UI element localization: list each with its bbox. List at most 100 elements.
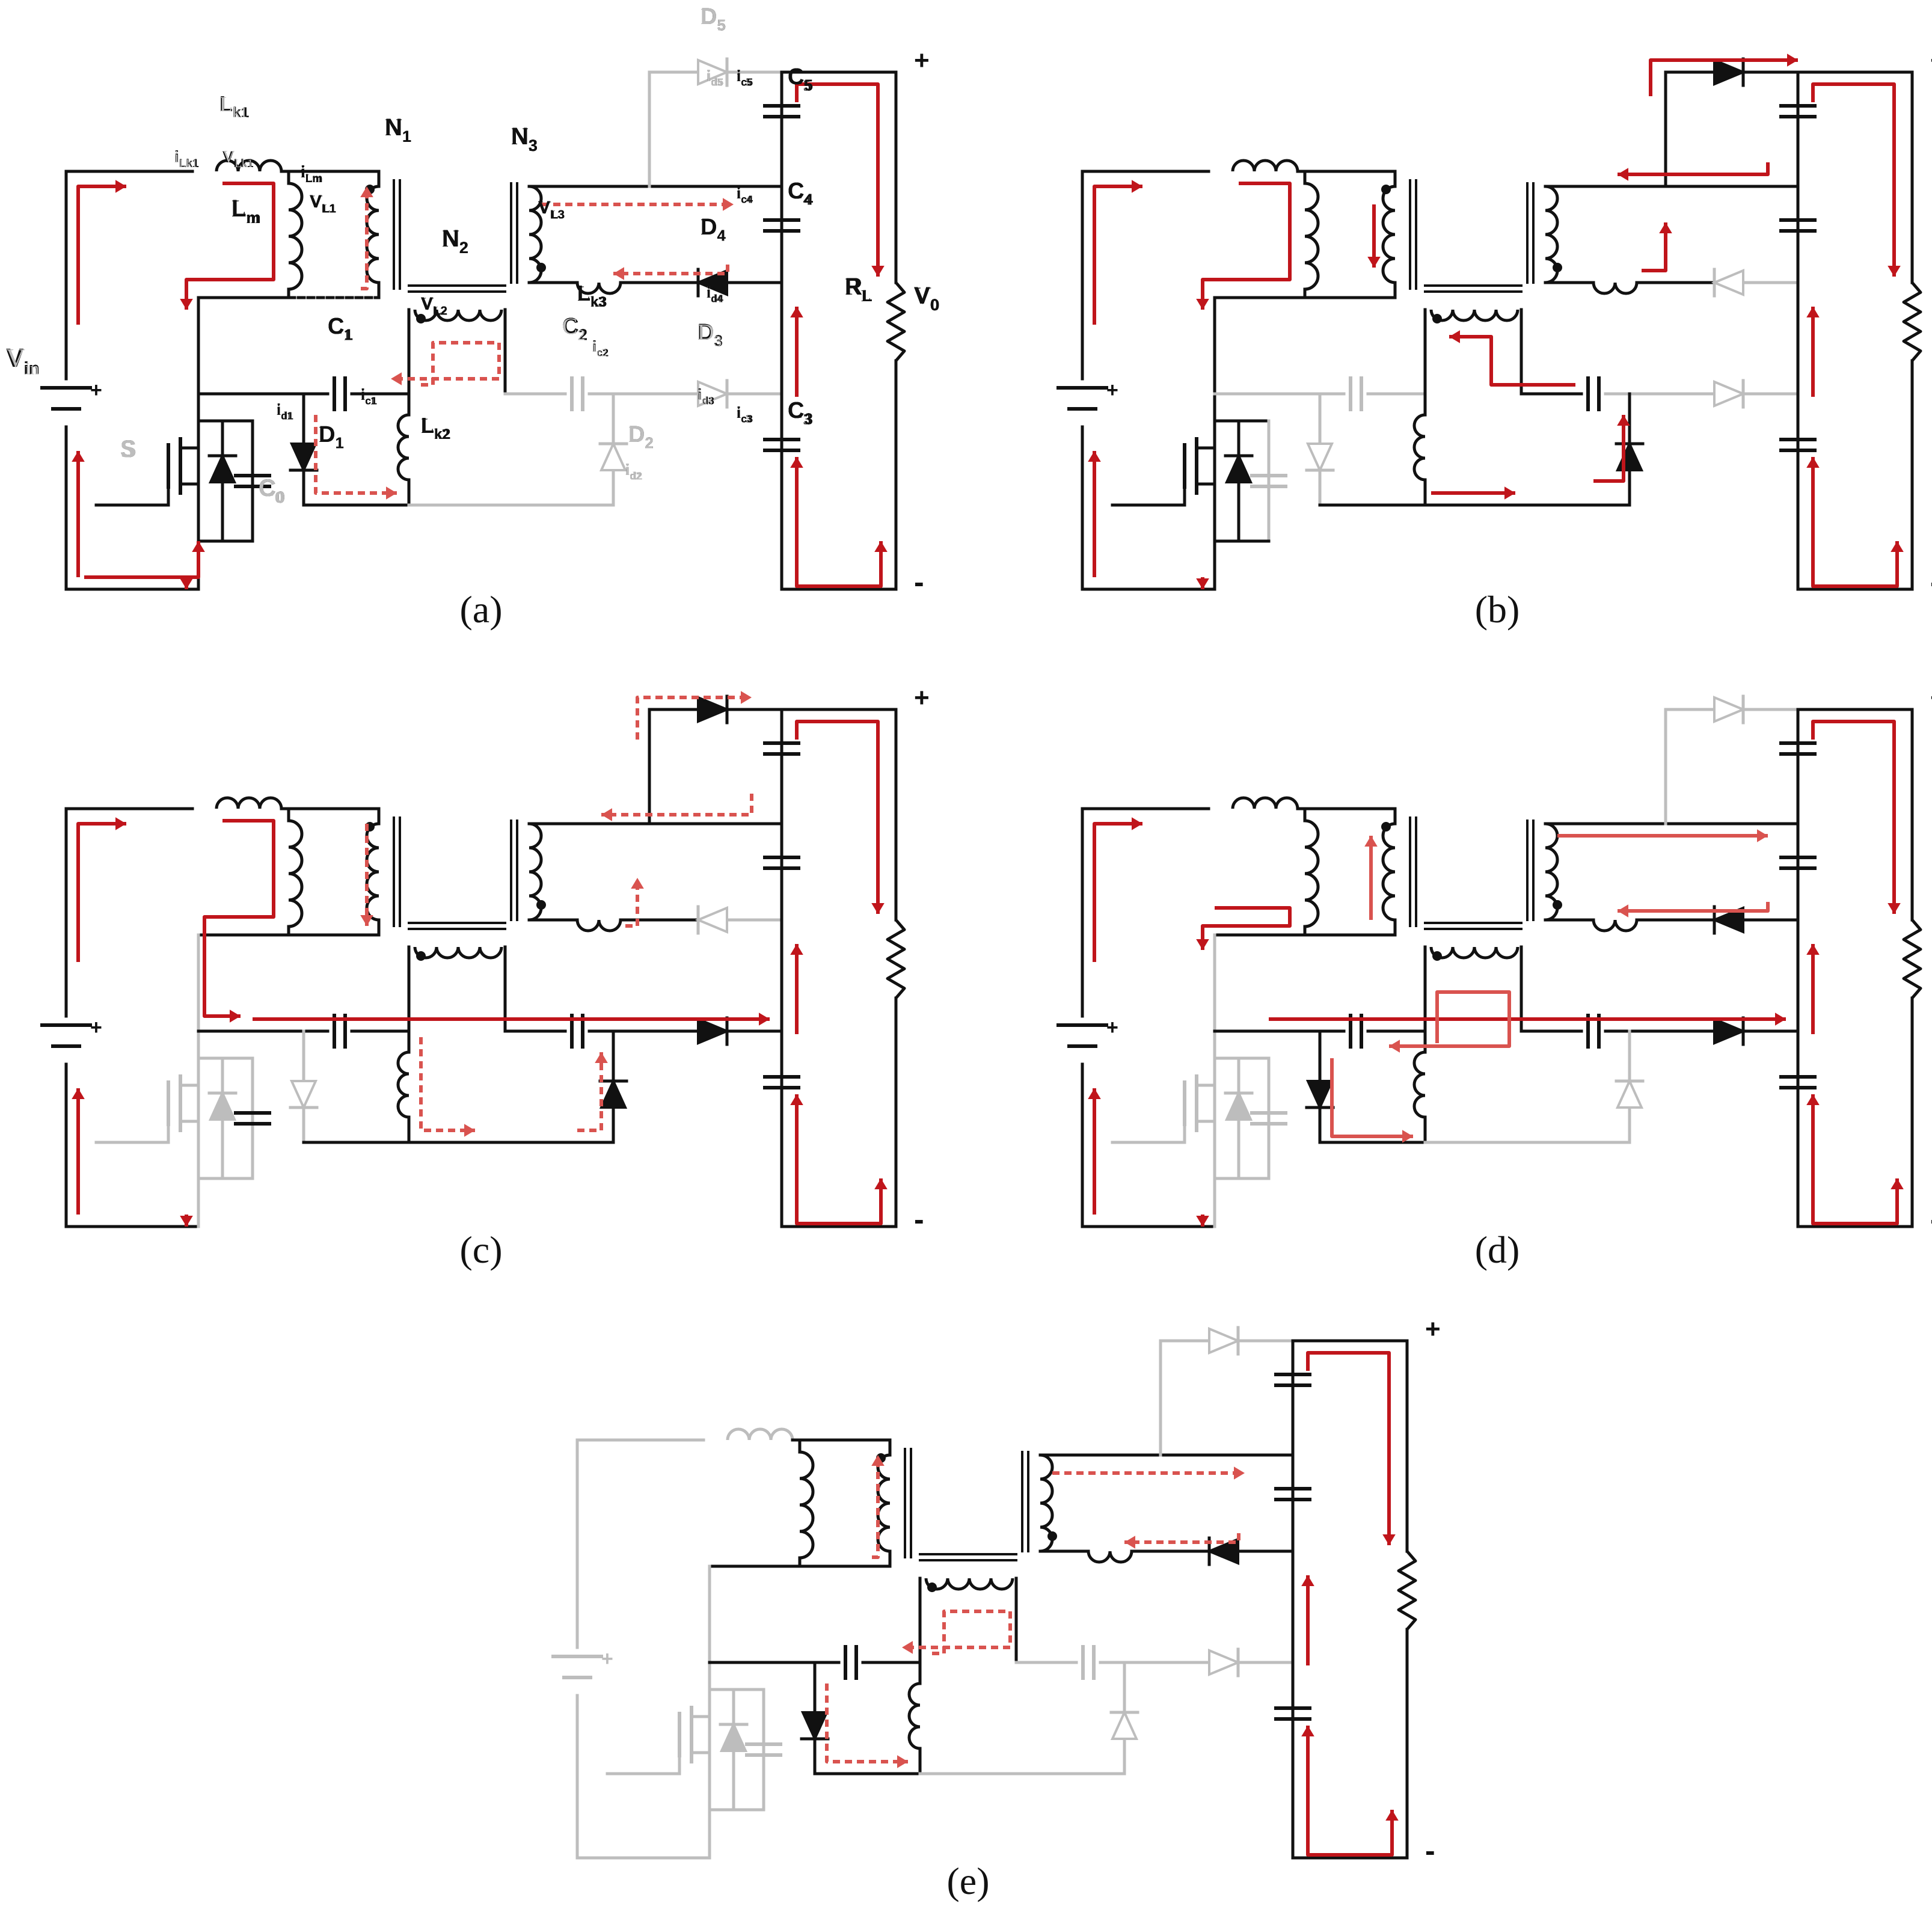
d1-label: D1 [319,422,343,452]
flow-b-d5 [1649,58,1798,96]
vout-plus: + [914,46,930,75]
flow-d-d1 [1330,1058,1413,1138]
id1-label: id1 [277,400,293,421]
c1-label: C1 [328,314,353,344]
s-label: S [120,436,136,462]
flow-b-c2 [1449,335,1575,387]
ic4-label: ic4 [737,184,753,205]
vin-label: Vin [6,343,40,378]
s-label: S [120,436,136,462]
ilk1-label: iLk1 [174,147,199,170]
n1-label: N1 [385,114,411,146]
panel-d: ++- [1056,683,1932,1236]
id5-label: id5 [707,67,723,88]
rl-label: RL [845,274,872,305]
vin-label: Vin [6,343,40,378]
d2-label: D2 [628,422,654,452]
c0-label: C0 [259,474,283,506]
lm-label: Lm [232,195,261,227]
lm-label: Lm [232,195,261,227]
id4-label: id4 [707,284,722,304]
vin-label: Vin [6,343,40,378]
id5-label: id5 [707,67,723,88]
ic1-label: ic1 [361,385,377,406]
vin-label: Vin [6,343,39,378]
c5-label: C5 [788,64,811,94]
ic4-label: ic4 [737,184,753,205]
id3-label: id3 [698,385,714,406]
ic1-label: ic1 [361,385,377,406]
c2-label: C2 [562,314,587,344]
caption-b: (b) [1475,588,1520,631]
c0-label: C0 [259,475,285,506]
d3-label: D3 [698,320,723,350]
c0-label: C0 [259,475,285,506]
c2-label: C2 [562,314,587,344]
c2-label: C2 [562,314,585,344]
c1-label: C1 [328,314,351,344]
flow-out-rl [1306,1351,1391,1545]
v0-label: V0 [914,283,939,314]
flow-b-lm [1201,182,1292,310]
id3-label: id3 [698,385,714,406]
ilm-label: iLm [301,162,322,185]
d5-label: D5 [701,4,726,34]
d1-label: D1 [319,422,344,452]
panel-c: ++- [40,683,930,1236]
ilm-label: iLm [301,162,322,185]
caption-c: (c) [459,1228,502,1271]
c1-label: C1 [328,314,353,344]
vl3-label: VL3 [538,198,565,221]
flow-in-top [1093,185,1142,325]
d3-label: D3 [698,320,723,350]
flow-out-rl [1811,82,1896,277]
vin-plus: + [90,379,102,402]
c1-label: C1 [328,314,353,344]
id1-label: id1 [277,400,293,421]
flow-out-rl [1811,720,1896,914]
flow-e-d4 [1124,1533,1240,1544]
flow-e-d1 [825,1683,908,1763]
vlk1-label: VLk1 [222,147,254,170]
c4-label: C4 [788,179,813,209]
flow-out-rl [795,82,880,277]
lk2-label: Lk2 [421,413,450,443]
c4-label: C4 [788,179,811,209]
ic1-label: ic1 [361,386,375,406]
n3-label: N3 [511,123,538,155]
flow-c-d2 [577,1052,603,1132]
d3-label: D3 [698,320,723,350]
panel-b: ++- [1056,46,1932,599]
d1-label: D1 [319,422,344,452]
id2-label: id2 [625,461,640,482]
vl1-label: VL1 [310,192,336,215]
c5-label: C5 [788,64,813,94]
lm-label: Lm [232,195,261,227]
ic1-label: ic1 [361,385,377,406]
id2-label: id2 [625,461,642,482]
v0-label: V0 [914,282,939,314]
ic3-label: ic3 [737,403,753,424]
c0-label: C0 [259,475,285,506]
n3-label: N3 [511,123,538,155]
c5-label: C5 [788,64,813,94]
flow-a-lm [185,182,275,310]
d2-label: D2 [628,422,654,452]
c3-label: C3 [788,398,813,428]
ic5-label: ic5 [737,67,753,88]
d4-label: D4 [701,215,726,245]
ic3-label: ic3 [737,404,751,424]
id5-label: id5 [707,67,723,88]
vlk1-label: VLk1 [222,147,254,170]
vout-plus: + [1930,683,1932,712]
vout-plus: + [1930,46,1932,75]
ic4-label: ic4 [737,184,753,205]
lk2-label: Lk2 [421,414,449,443]
id4-label: id4 [707,283,723,304]
flow-in-top [1093,822,1142,962]
ic2-label: ic2 [592,337,609,358]
d1-label: D1 [319,422,344,452]
d5-label: D5 [701,4,725,34]
lk3-label: Lk3 [577,281,607,310]
